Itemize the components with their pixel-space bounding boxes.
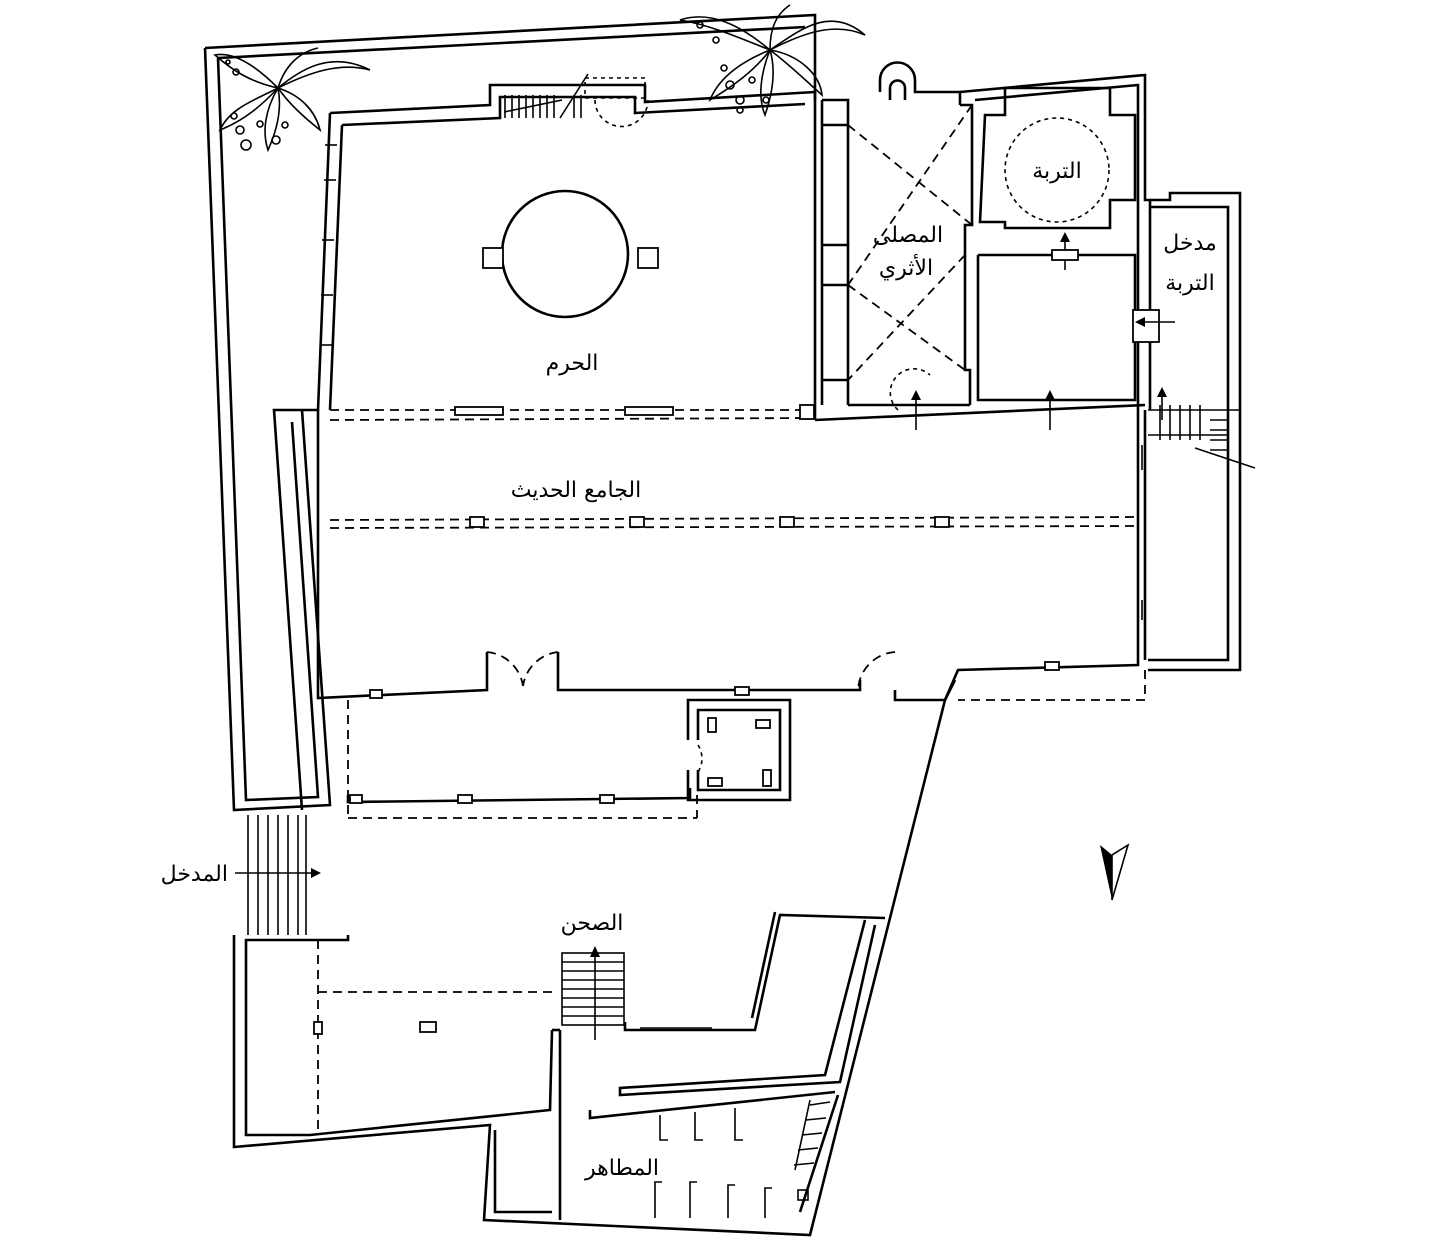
courtyard-stair [561, 952, 625, 1040]
turba-entrance-corridor [1148, 191, 1256, 672]
haram-walls [272, 83, 816, 811]
courtyard-arrow-icon [590, 946, 600, 957]
label-courtyard: الصحن [561, 911, 624, 936]
old-prayer-hall [813, 61, 974, 420]
label-turba-entrance-2: التربة [1165, 271, 1215, 296]
entrance-arrow-icon [311, 868, 321, 878]
label-haram: الحرم [546, 351, 599, 376]
label-old-prayer-2: الأثري [879, 254, 933, 281]
north-arrow-icon [1100, 843, 1130, 901]
label-old-prayer-1: المصلى [873, 223, 943, 248]
haram-stair [503, 73, 589, 119]
tree-west-icon [213, 47, 371, 153]
label-ablutions: المطاهر [584, 1156, 659, 1181]
label-new-mosque: الجامع الحديث [511, 478, 642, 503]
new-mosque [316, 403, 1147, 702]
label-turba: التربة [1032, 159, 1082, 184]
courtyard-walls [232, 679, 957, 1237]
turba-block [959, 73, 1152, 410]
label-entrance: المدخل [161, 862, 228, 887]
west-garden-wall [203, 13, 817, 812]
ablutions-area [654, 1099, 831, 1218]
turba-doors-icon [911, 232, 1175, 430]
entrance-stair [235, 815, 316, 935]
south-portico [346, 670, 1146, 819]
haram-dome [482, 189, 659, 319]
minaret-outline [594, 99, 649, 128]
door-swing [889, 368, 931, 411]
utility-room [686, 698, 792, 802]
stair-landing [584, 77, 646, 99]
label-turba-entrance-1: مدخل [1163, 231, 1217, 256]
